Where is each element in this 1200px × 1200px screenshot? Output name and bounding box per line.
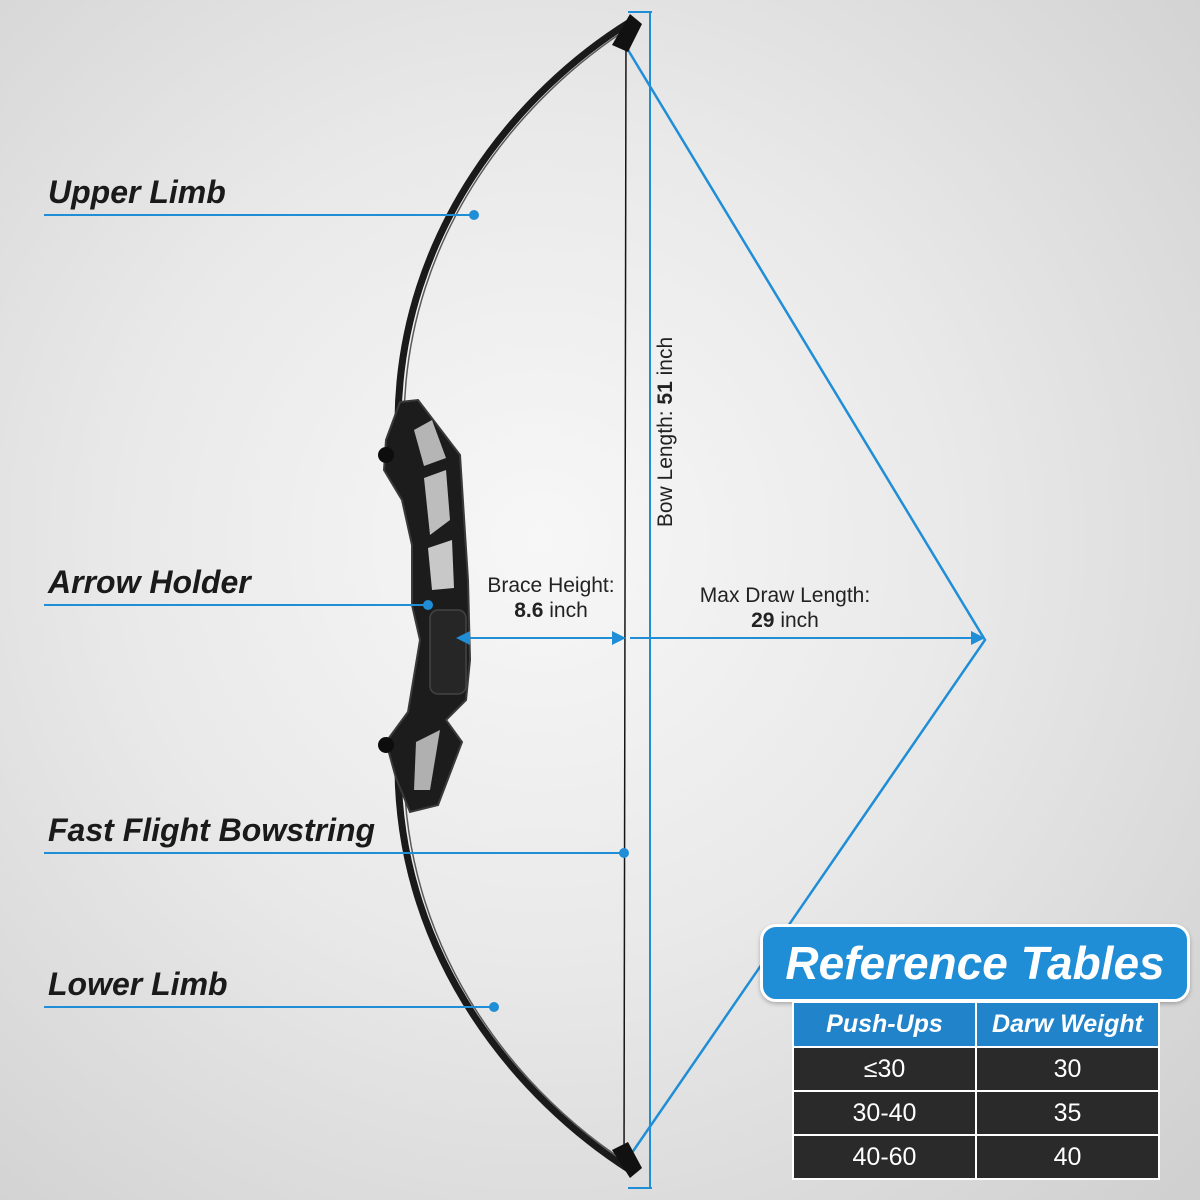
lower-limb-dot xyxy=(489,1002,499,1012)
lower-limb xyxy=(394,766,634,1174)
arrow-holder-label: Arrow Holder xyxy=(48,564,251,600)
draw-weight-cell: 40 xyxy=(975,1134,1160,1180)
reference-table: Push-Ups Darw Weight ≤30 30 30-40 35 40-… xyxy=(792,1001,1160,1180)
brace-height-value-line: 8.6 inch xyxy=(474,598,628,623)
lower-limb-tip xyxy=(612,1142,642,1178)
draw-weight-header: Darw Weight xyxy=(975,1001,1160,1048)
draw-weight-cell: 30 xyxy=(975,1046,1160,1092)
lower-limb-bolt xyxy=(378,737,394,753)
upper-limb-tip xyxy=(612,14,642,52)
riser-grip xyxy=(429,609,467,695)
draw-length-text: Max Draw Length: 29 inch xyxy=(680,583,890,633)
upper-limb-label: Upper Limb xyxy=(48,174,226,210)
draw-length-label: Max Draw Length: xyxy=(699,584,871,607)
bowstring-dot xyxy=(619,848,629,858)
draw-weight-cell: 35 xyxy=(975,1090,1160,1136)
bow-length-label: Bow Length: xyxy=(654,410,677,528)
brace-height-arrowhead-left xyxy=(456,631,470,645)
max-draw-outline xyxy=(620,39,987,1161)
arrow-holder-dot xyxy=(423,600,433,610)
brace-height-arrowhead-right xyxy=(612,631,626,645)
table-row: 40-60 40 xyxy=(792,1134,1160,1180)
push-ups-cell: 30-40 xyxy=(792,1090,977,1136)
brace-height-value: 8.6 xyxy=(514,599,544,622)
bowstring xyxy=(623,29,627,1171)
push-ups-cell: ≤30 xyxy=(792,1046,977,1092)
bow-length-value: 51 xyxy=(654,381,677,405)
draw-length-arrowhead-right xyxy=(971,631,985,645)
bowstring-label: Fast Flight Bowstring xyxy=(48,812,376,848)
push-ups-cell: 40-60 xyxy=(792,1134,977,1180)
lower-limb-edge xyxy=(403,769,633,1167)
reference-tables-title: Reference Tables xyxy=(760,924,1190,1002)
bow-length-text: Bow Length: 51 inch xyxy=(654,337,678,527)
brace-height-text: Brace Height: 8.6 inch xyxy=(474,573,628,623)
riser-cutout-1 xyxy=(424,470,450,535)
brace-height-unit: inch xyxy=(549,599,588,622)
draw-length-unit: inch xyxy=(780,609,819,632)
draw-length-value: 29 xyxy=(751,609,775,632)
upper-limb-edge xyxy=(403,25,633,421)
draw-length-value-line: 29 inch xyxy=(680,608,890,633)
brace-height-label: Brace Height: xyxy=(487,574,615,597)
upper-limb xyxy=(394,18,634,424)
reference-table-header-row: Push-Ups Darw Weight xyxy=(792,1001,1160,1048)
bow-length-unit: inch xyxy=(654,336,677,376)
riser-cutout-2 xyxy=(428,540,454,590)
lower-limb-label: Lower Limb xyxy=(48,966,228,1002)
riser-cutout-4 xyxy=(414,730,440,790)
push-ups-header: Push-Ups xyxy=(792,1001,977,1048)
table-row: 30-40 35 xyxy=(792,1090,1160,1136)
table-row: ≤30 30 xyxy=(792,1046,1160,1092)
upper-limb-bolt xyxy=(378,447,394,463)
upper-limb-dot xyxy=(469,210,479,220)
riser-cutout-3 xyxy=(414,420,446,466)
